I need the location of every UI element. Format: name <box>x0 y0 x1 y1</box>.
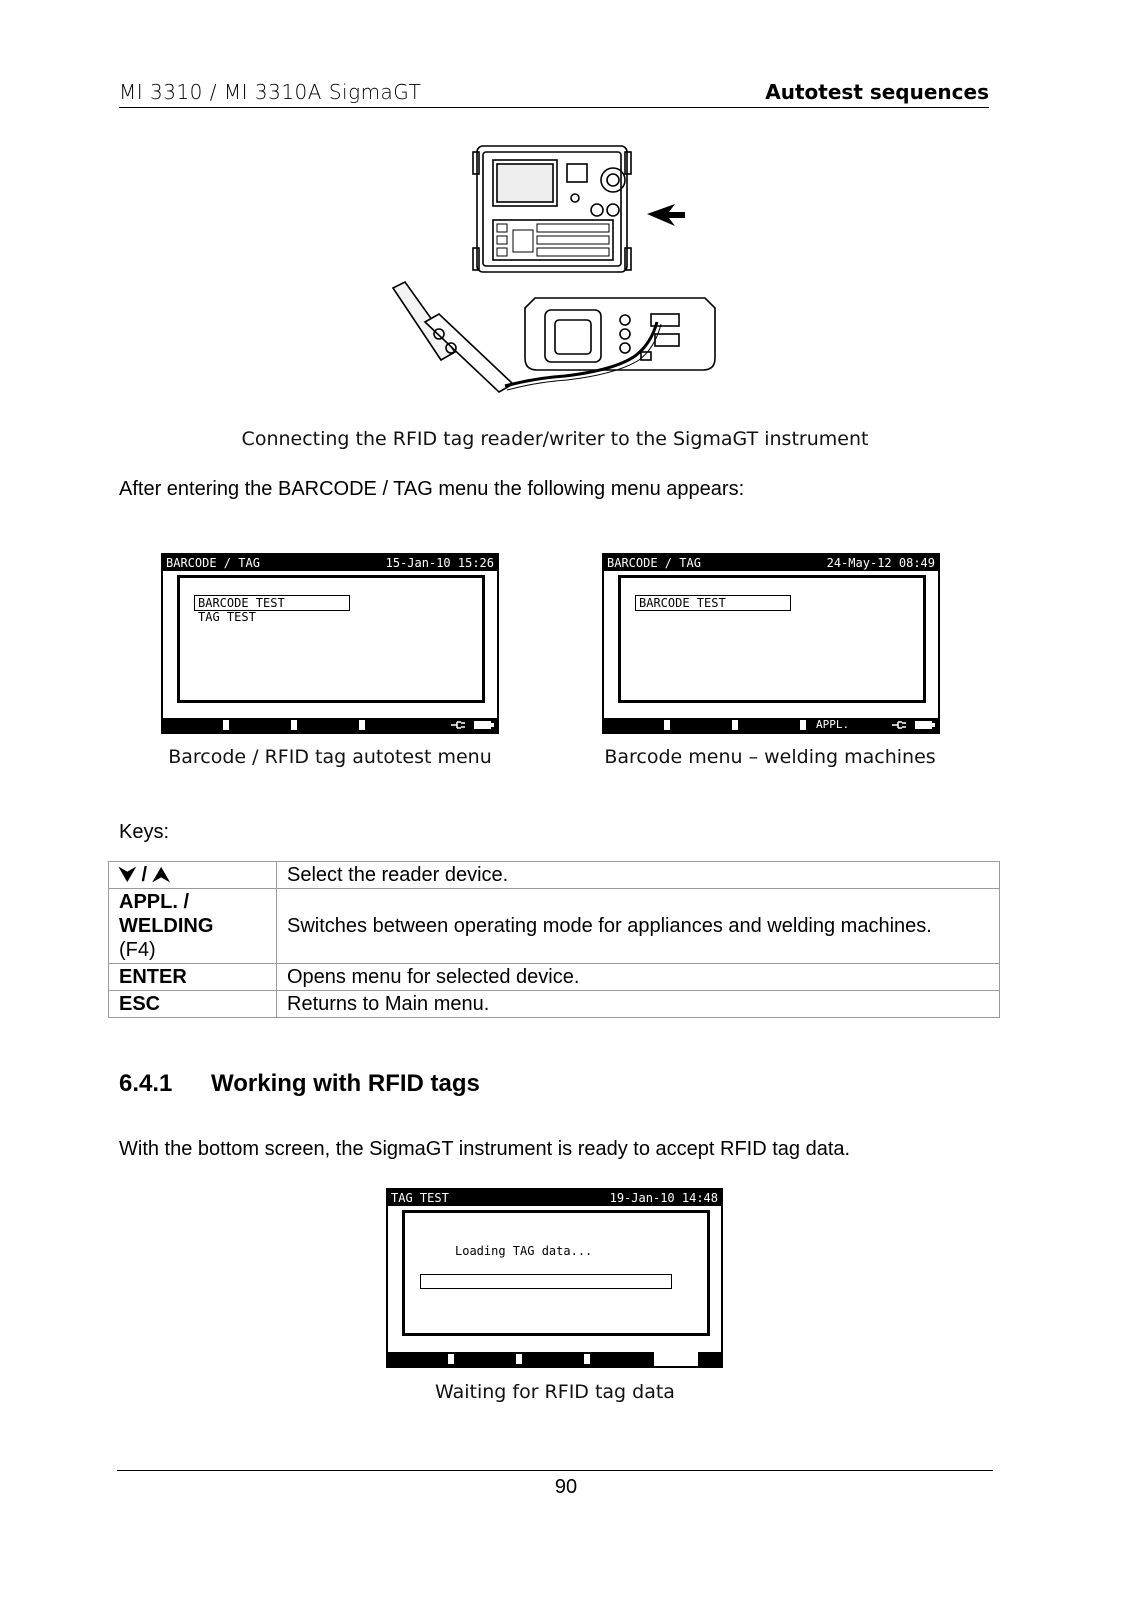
table-row: ESC Returns to Main menu. <box>108 990 1000 1018</box>
screen2-datetime: 24-May-12 08:49 <box>826 556 935 570</box>
loading-progress-bar <box>420 1274 672 1289</box>
key-cell-esc: ESC <box>108 990 277 1018</box>
section-heading: 6.4.1 Working with RFID tags <box>119 1070 480 1098</box>
screen2-softkey-bar: APPL. <box>604 718 938 732</box>
screen1-titlebar: BARCODE / TAG 15-Jan-10 15:26 <box>163 555 497 571</box>
screen3-datetime: 19-Jan-10 14:48 <box>609 1191 718 1205</box>
screen3-frame <box>402 1210 710 1336</box>
screen3-title: TAG TEST <box>391 1191 449 1205</box>
screen3-titlebar: TAG TEST 19-Jan-10 14:48 <box>388 1190 721 1206</box>
section-number: 6.4.1 <box>119 1070 173 1097</box>
menu-item-barcode-test[interactable]: BARCODE TEST <box>194 595 350 611</box>
desc-cell: Opens menu for selected device. <box>276 963 1000 991</box>
key-cell-arrows: ⮟ / ⮝ <box>108 861 277 889</box>
screen2-caption: Barcode menu – welding machines <box>604 746 936 768</box>
softkey-appl[interactable]: APPL. <box>816 718 850 731</box>
key-cell-enter: ENTER <box>108 963 277 991</box>
screen1-datetime: 15-Jan-10 15:26 <box>385 556 494 570</box>
screen2-frame <box>618 575 926 703</box>
desc-cell: Switches between operating mode for appl… <box>276 888 1000 964</box>
battery-icon <box>915 721 935 729</box>
figure1-caption: Connecting the RFID tag reader/writer to… <box>241 428 869 450</box>
key-cell-appl-welding: APPL. / WELDING (F4) <box>108 888 277 964</box>
footer-rule <box>117 1470 993 1471</box>
battery-icon <box>474 721 494 729</box>
key-name: APPL. / WELDING <box>119 891 214 937</box>
loading-message: Loading TAG data... <box>455 1244 593 1258</box>
menu-item-tag-test[interactable]: TAG TEST <box>198 610 256 624</box>
section-paragraph: With the bottom screen, the SigmaGT inst… <box>119 1138 851 1160</box>
page-number: 90 <box>554 1476 578 1498</box>
screen1-caption: Barcode / RFID tag autotest menu <box>168 746 492 768</box>
screen2-titlebar: BARCODE / TAG 24-May-12 08:49 <box>604 555 938 571</box>
header-section: Autotest sequences <box>765 80 989 104</box>
intro-paragraph: After entering the BARCODE / TAG menu th… <box>119 478 745 500</box>
table-row: ⮟ / ⮝ Select the reader device. <box>108 861 1000 889</box>
screen-barcode-welding: BARCODE / TAG 24-May-12 08:49 BARCODE TE… <box>602 553 940 734</box>
table-row: APPL. / WELDING (F4) Switches between op… <box>108 888 1000 964</box>
screen1-title: BARCODE / TAG <box>166 556 260 570</box>
screen-barcode-tag-menu: BARCODE / TAG 15-Jan-10 15:26 BARCODE TE… <box>161 553 499 734</box>
battery-icon <box>699 1355 719 1363</box>
page-header: MI 3310 / MI 3310A SigmaGT Autotest sequ… <box>119 80 989 108</box>
plug-icon <box>451 721 465 729</box>
plug-icon <box>892 721 906 729</box>
keys-label: Keys: <box>119 821 170 843</box>
instrument-connection-drawing <box>391 145 716 393</box>
screen3-softkey-bar <box>388 1352 721 1366</box>
menu-item-barcode-test-welding[interactable]: BARCODE TEST <box>635 595 791 611</box>
section-title: Working with RFID tags <box>211 1070 480 1097</box>
screen2-title: BARCODE / TAG <box>607 556 701 570</box>
screen3-caption: Waiting for RFID tag data <box>435 1381 675 1403</box>
desc-cell: Select the reader device. <box>276 861 1000 889</box>
keys-table: ⮟ / ⮝ Select the reader device. APPL. / … <box>108 861 1000 1018</box>
header-product: MI 3310 / MI 3310A SigmaGT <box>119 80 422 104</box>
desc-cell: Returns to Main menu. <box>276 990 1000 1018</box>
screen-tag-test: TAG TEST 19-Jan-10 14:48 Loading TAG dat… <box>386 1188 723 1368</box>
screen1-softkey-bar <box>163 718 497 732</box>
table-row: ENTER Opens menu for selected device. <box>108 963 1000 991</box>
screen1-frame <box>177 575 485 703</box>
key-note: (F4) <box>119 939 156 961</box>
